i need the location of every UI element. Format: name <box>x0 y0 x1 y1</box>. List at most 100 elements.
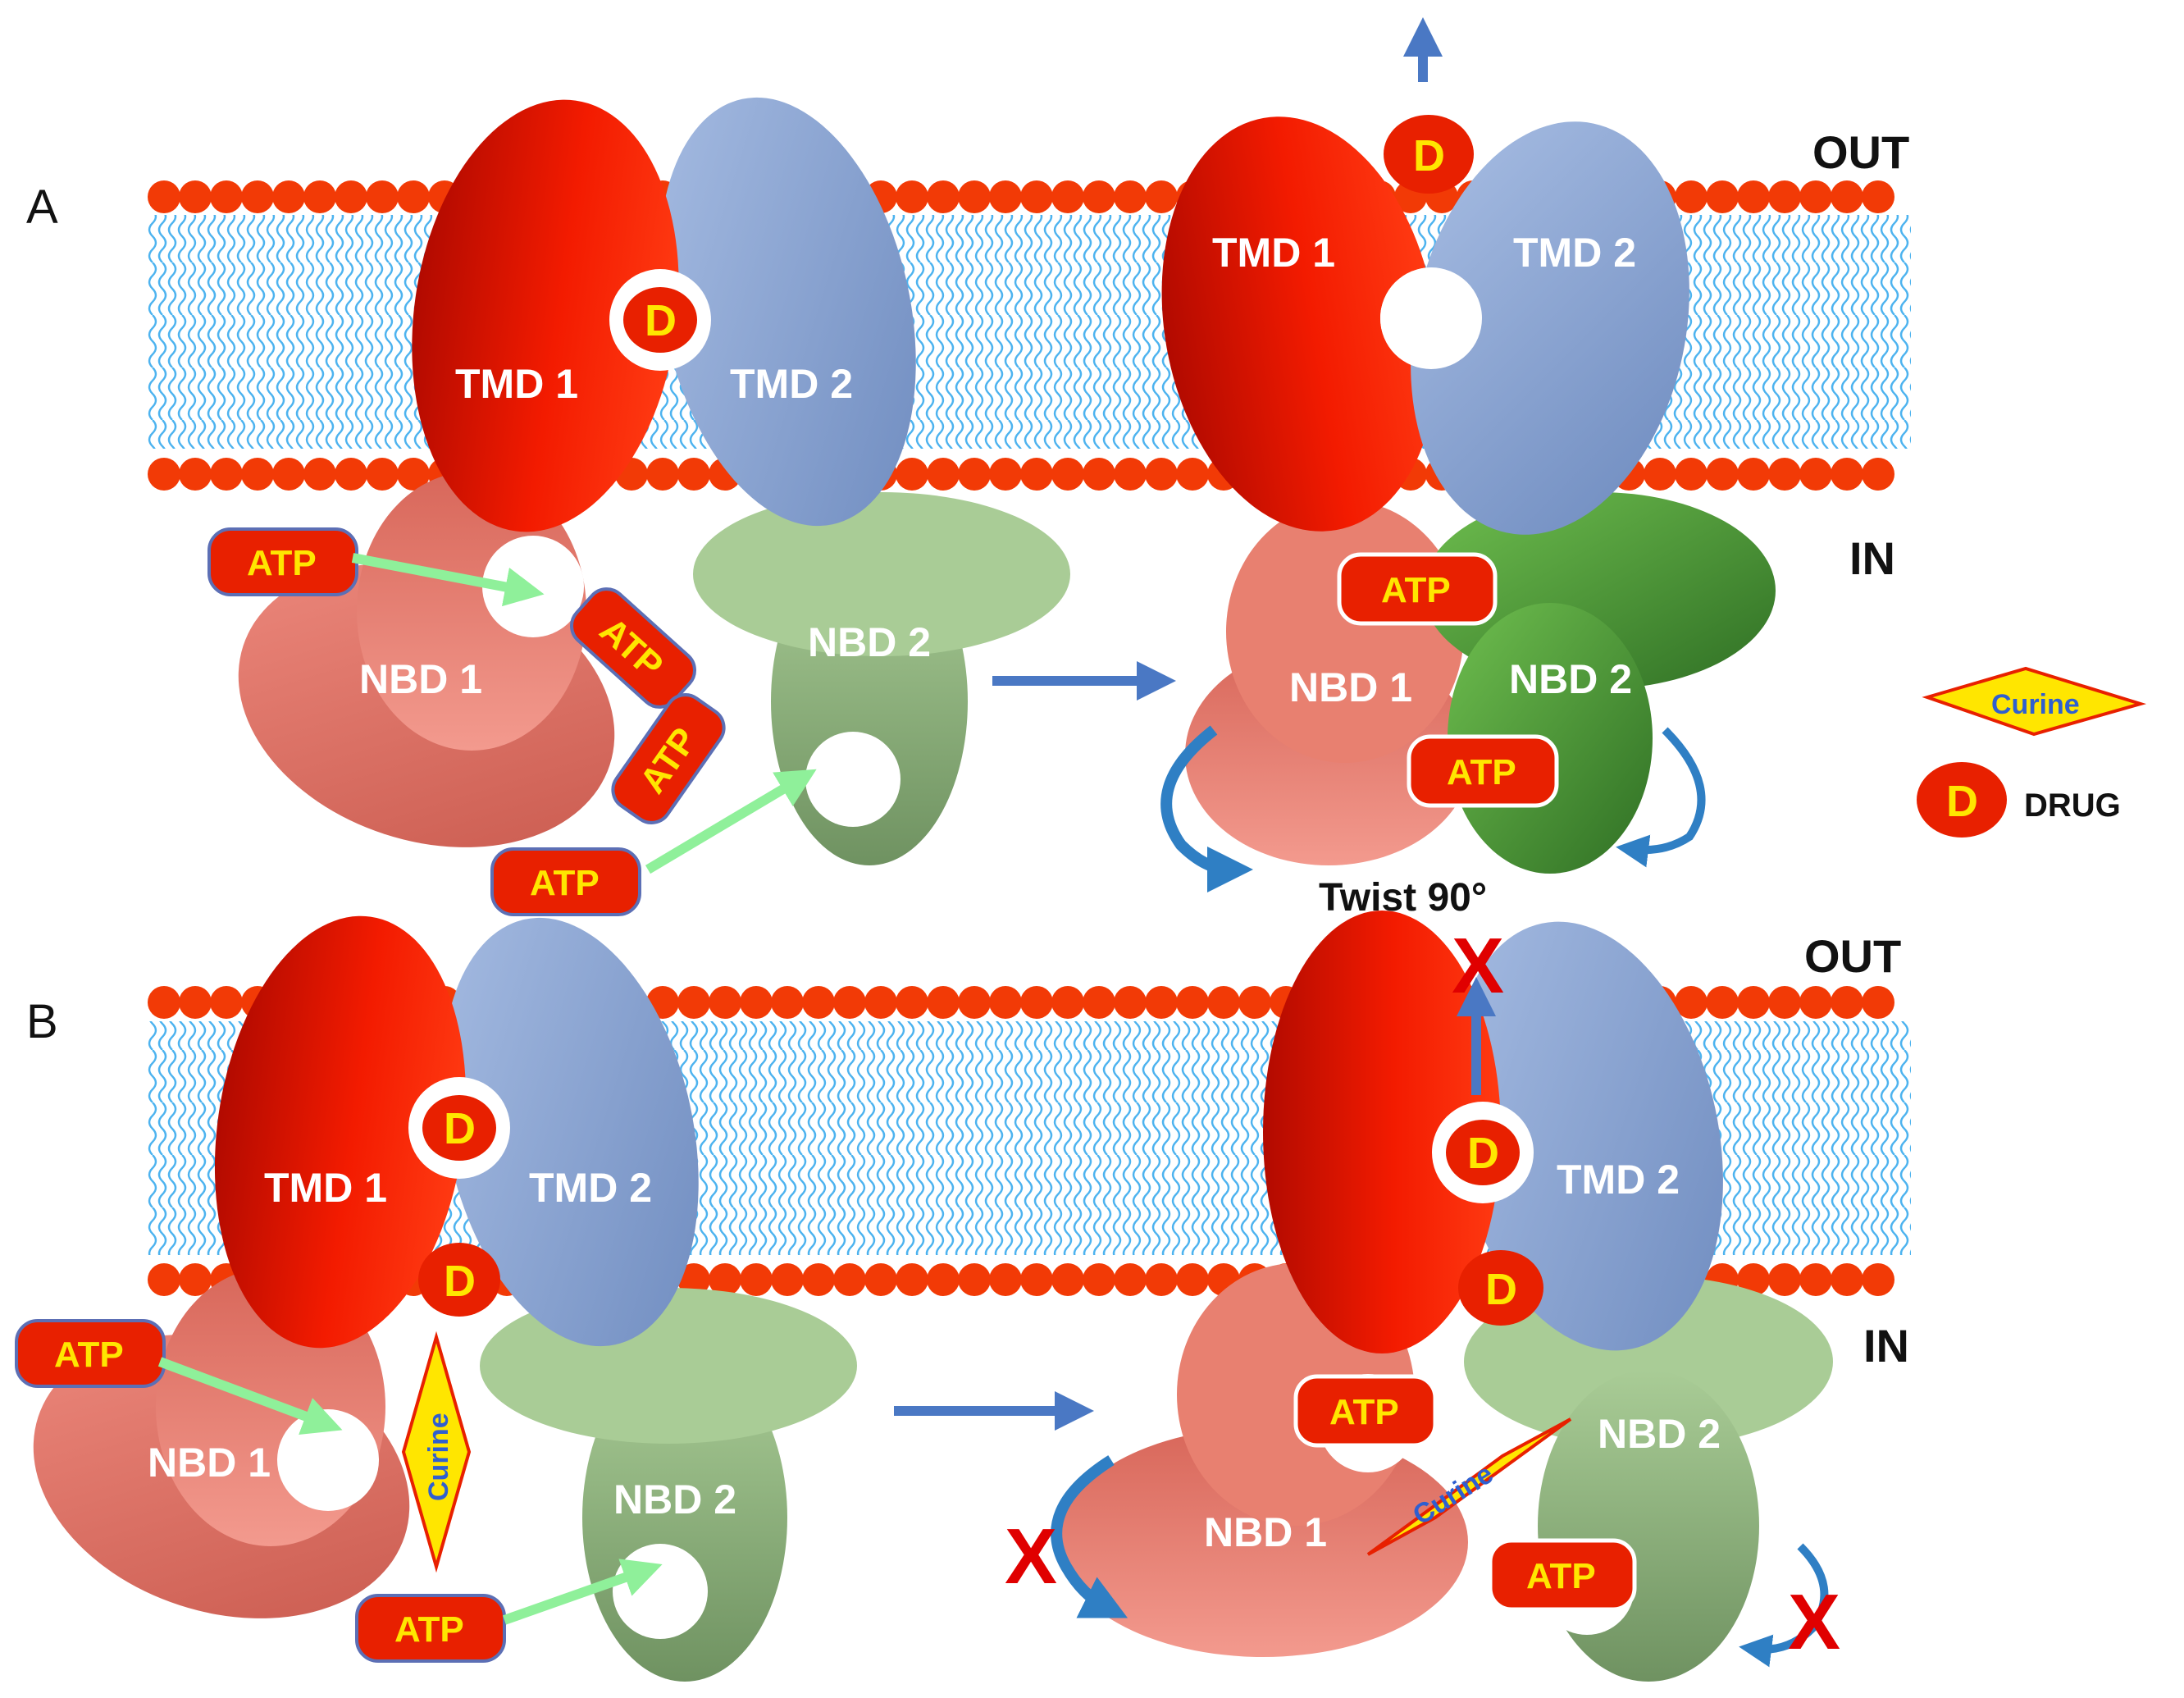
lipid-head <box>802 986 835 1019</box>
lipid-head <box>1176 986 1209 1019</box>
lipid-head <box>1114 1263 1147 1296</box>
lipid-head <box>1114 180 1147 213</box>
lipid-head <box>1768 986 1801 1019</box>
side-label-out-bottom: OUT <box>1804 930 1901 982</box>
lipid-head <box>1051 458 1084 491</box>
lipid-head <box>1831 458 1863 491</box>
lipid-head <box>1207 986 1240 1019</box>
lipid-head <box>1176 1263 1209 1296</box>
blocked-mark-right: X <box>1788 1578 1840 1666</box>
nbd2-b-left: NBD 2 <box>480 1288 857 1682</box>
lipid-head <box>210 986 243 1019</box>
drug-b-right-free: D <box>1458 1250 1543 1326</box>
lipid-head <box>709 1263 741 1296</box>
lipid-head <box>1768 458 1801 491</box>
lipid-head <box>958 180 991 213</box>
drug-symbol: D <box>1467 1129 1499 1178</box>
lipid-head <box>1675 458 1708 491</box>
lipid-head <box>958 458 991 491</box>
lipid-head <box>1020 458 1053 491</box>
lipid-head <box>1737 458 1770 491</box>
lipid-head <box>272 180 305 213</box>
nbd1-label: NBD 1 <box>148 1440 271 1486</box>
lipid-head <box>927 458 960 491</box>
green-arrow-b-1 <box>157 1357 343 1436</box>
lipid-head <box>241 180 274 213</box>
atp-label: ATP <box>1447 752 1516 792</box>
lipid-head <box>1737 1263 1770 1296</box>
tmd2-label: TMD 2 <box>1513 230 1636 276</box>
lipid-head <box>896 180 928 213</box>
tmd2-label: TMD 2 <box>730 361 853 407</box>
twist-label: Twist 90° <box>1319 876 1487 920</box>
lipid-head <box>366 458 399 491</box>
atp-a-right-2: ATP <box>1407 734 1559 808</box>
tmd2-b-right: TMD 2 <box>1451 921 1723 1351</box>
nbd2-label: NBD 2 <box>808 619 931 665</box>
atp-b-1: ATP <box>15 1319 166 1388</box>
lipid-head <box>1675 986 1708 1019</box>
lipid-head <box>989 458 1022 491</box>
blocked-mark-left: X <box>1005 1513 1057 1600</box>
legend-drug: D DRUG <box>1917 762 2121 838</box>
lipid-head <box>179 180 212 213</box>
legend-curine-label: Curine <box>1991 689 2080 720</box>
lipid-head <box>1706 986 1739 1019</box>
transporter-a-left: NBD 1 NBD 2 TMD 2 TMD 1 D <box>238 97 1070 865</box>
lipid-head <box>366 180 399 213</box>
nbd2-a-right: NBD 2 <box>1423 492 1776 874</box>
atp-label: ATP <box>54 1335 124 1375</box>
atp-a-right-1: ATP <box>1337 552 1498 626</box>
lipid-head <box>833 986 866 1019</box>
lipid-head <box>958 986 991 1019</box>
atp-b-right-1: ATP <box>1293 1374 1438 1448</box>
nbd1-a-left: NBD 1 <box>238 472 615 847</box>
lipid-head <box>303 458 336 491</box>
lipid-head <box>179 458 212 491</box>
lipid-head <box>1862 1263 1894 1296</box>
lipid-head <box>709 986 741 1019</box>
lipid-head <box>335 458 367 491</box>
lipid-head <box>1114 458 1147 491</box>
atp-label: ATP <box>1526 1556 1596 1596</box>
lipid-head <box>1799 180 1832 213</box>
atp-b-2: ATP <box>355 1594 506 1663</box>
drug-symbol: D <box>645 296 677 345</box>
lipid-head <box>241 458 274 491</box>
twist-curl-left <box>1160 725 1253 892</box>
tmd2-a-left: TMD 2 <box>659 97 916 527</box>
drug-symbol: D <box>1485 1265 1517 1314</box>
lipid-head <box>1145 986 1178 1019</box>
lipid-head <box>1675 180 1708 213</box>
drug-b-right-pocket: D <box>1446 1120 1520 1185</box>
lipid-head <box>210 458 243 491</box>
legend-drug-symbol: D <box>1946 777 1978 826</box>
blocked-curl-right <box>1739 1543 1829 1668</box>
curine-b-left: Curine <box>401 1331 472 1573</box>
nbd2-label: NBD 2 <box>1509 656 1632 702</box>
atp-label: ATP <box>1329 1392 1399 1432</box>
nbd1-label: NBD 1 <box>359 656 482 702</box>
tmd1-b-right <box>1263 911 1534 1353</box>
lipid-head <box>989 1263 1022 1296</box>
nbd1-label: NBD 1 <box>1204 1509 1327 1555</box>
lipid-head <box>303 180 336 213</box>
blocked-mark-exit: X <box>1452 922 1504 1010</box>
side-label-out-top: OUT <box>1812 126 1909 178</box>
lipid-head <box>1145 1263 1178 1296</box>
lipid-head <box>1083 986 1115 1019</box>
tmd1-label: TMD 1 <box>455 361 578 407</box>
drug-a-exit: D <box>1384 115 1474 194</box>
atp-a-4: ATP <box>490 847 641 916</box>
lipid-head <box>927 1263 960 1296</box>
lipid-head <box>1145 180 1178 213</box>
side-label-in-top: IN <box>1849 532 1895 584</box>
lipid-head <box>1737 986 1770 1019</box>
lipid-head <box>927 180 960 213</box>
lipid-head <box>1799 458 1832 491</box>
lipid-head <box>1114 986 1147 1019</box>
lipid-head <box>335 180 367 213</box>
lipid-head <box>1145 458 1178 491</box>
lipid-head <box>1862 458 1894 491</box>
